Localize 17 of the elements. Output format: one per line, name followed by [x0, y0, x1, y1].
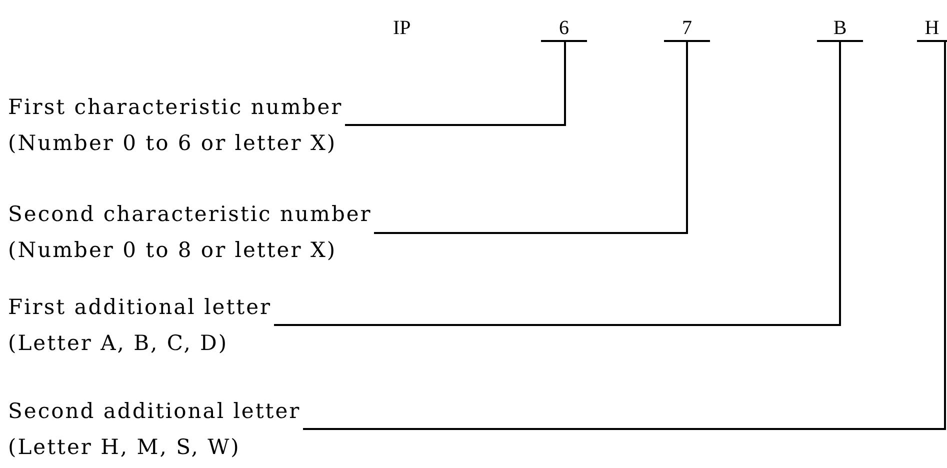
leader-line [345, 42, 566, 126]
description-text: First additional letter [8, 294, 272, 321]
description-text: (Number 0 to 6 or letter X) [8, 130, 337, 157]
description-text: (Number 0 to 8 or letter X) [8, 237, 337, 264]
description-text: First characteristic number [8, 94, 343, 121]
description-text: Second characteristic number [8, 201, 372, 228]
description-text: Second additional letter [8, 398, 301, 425]
leader-line [374, 42, 688, 234]
code-character: 7 [664, 16, 710, 42]
description-text: (Letter A, B, C, D) [8, 330, 228, 357]
code-character: B [817, 16, 863, 42]
leader-line [274, 42, 841, 326]
code-prefix: IP [393, 16, 411, 40]
description-text: (Letter H, M, S, W) [8, 434, 240, 461]
code-character: 6 [541, 16, 587, 42]
code-character: H [917, 16, 947, 42]
leader-line [303, 42, 946, 430]
